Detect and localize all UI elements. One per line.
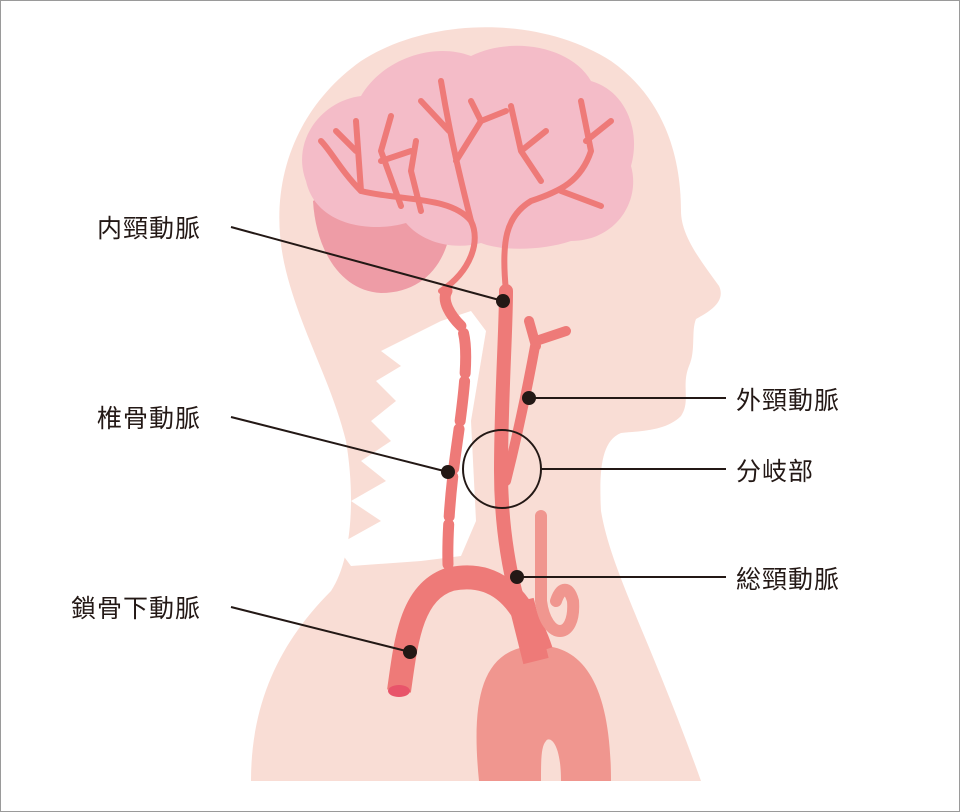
leader-dots [403,294,536,659]
label-common-carotid: 総頸動脈 [736,565,841,594]
left-subclavian [535,510,580,637]
leader-lines [230,226,726,653]
label-subclavian: 鎖骨下動脈 [71,594,202,623]
label-vertebral: 椎骨動脈 [97,404,202,433]
label-internal-carotid: 内頸動脈 [97,214,202,243]
label-bifurcation: 分岐部 [736,457,815,486]
label-external-carotid: 外頸動脈 [736,386,841,415]
cerebral-arteries [318,78,614,294]
subclavian-cut-end [388,685,410,697]
vertebral-artery [439,285,472,587]
external-carotid-artery [501,316,571,486]
aortic-arch [476,645,611,781]
